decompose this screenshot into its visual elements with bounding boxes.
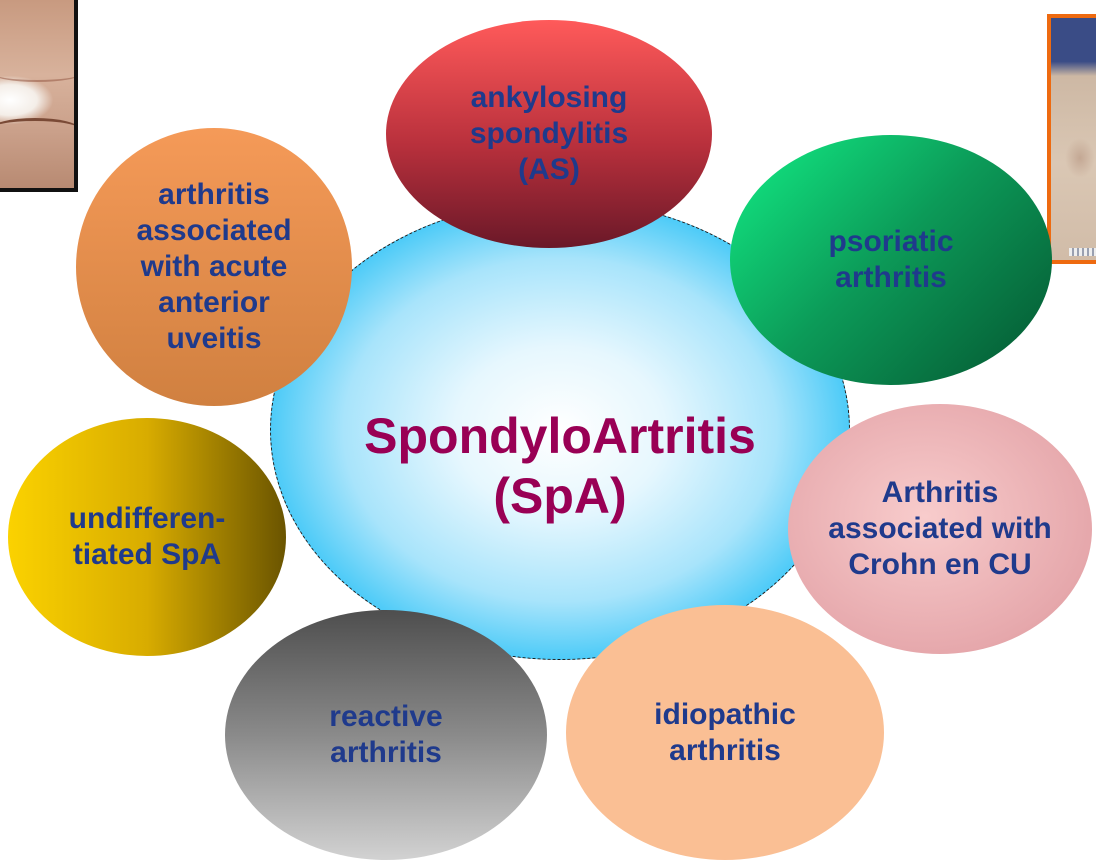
idiopathic-arthritis-label: idiopathic arthritis [654, 697, 796, 769]
eyelid-crease [0, 66, 78, 82]
eyelash-line [0, 118, 78, 141]
crohn-arthritis-ellipse: Arthritis associated with Crohn en CU [788, 404, 1092, 654]
photo-scale-bar [1069, 248, 1096, 256]
undifferentiated-spa-ellipse: undifferen- tiated SpA [8, 418, 286, 656]
uveitis-arthritis-label: arthritis associated with acute anterior… [136, 177, 291, 357]
ankylosing-spondylitis-ellipse: ankylosing spondylitis (AS) [386, 20, 712, 248]
reactive-arthritis-label: reactive arthritis [329, 699, 442, 771]
psoriatic-arthritis-label: psoriatic arthritis [828, 224, 953, 296]
undifferentiated-spa-label: undifferen- tiated SpA [69, 501, 226, 573]
uveitis-arthritis-ellipse: arthritis associated with acute anterior… [76, 128, 352, 406]
idiopathic-arthritis-ellipse: idiopathic arthritis [566, 605, 884, 860]
reactive-arthritis-ellipse: reactive arthritis [225, 610, 547, 860]
psoriatic-arthritis-ellipse: psoriatic arthritis [730, 135, 1052, 385]
spa-center-label: SpondyloArtritis (SpA) [364, 406, 756, 526]
ankylosing-spondylitis-label: ankylosing spondylitis (AS) [470, 80, 628, 188]
eye-closeup-photo [0, 0, 78, 192]
crohn-arthritis-label: Arthritis associated with Crohn en CU [828, 475, 1051, 583]
skin-lesion [1065, 138, 1095, 178]
skin-closeup-photo [1047, 14, 1096, 264]
